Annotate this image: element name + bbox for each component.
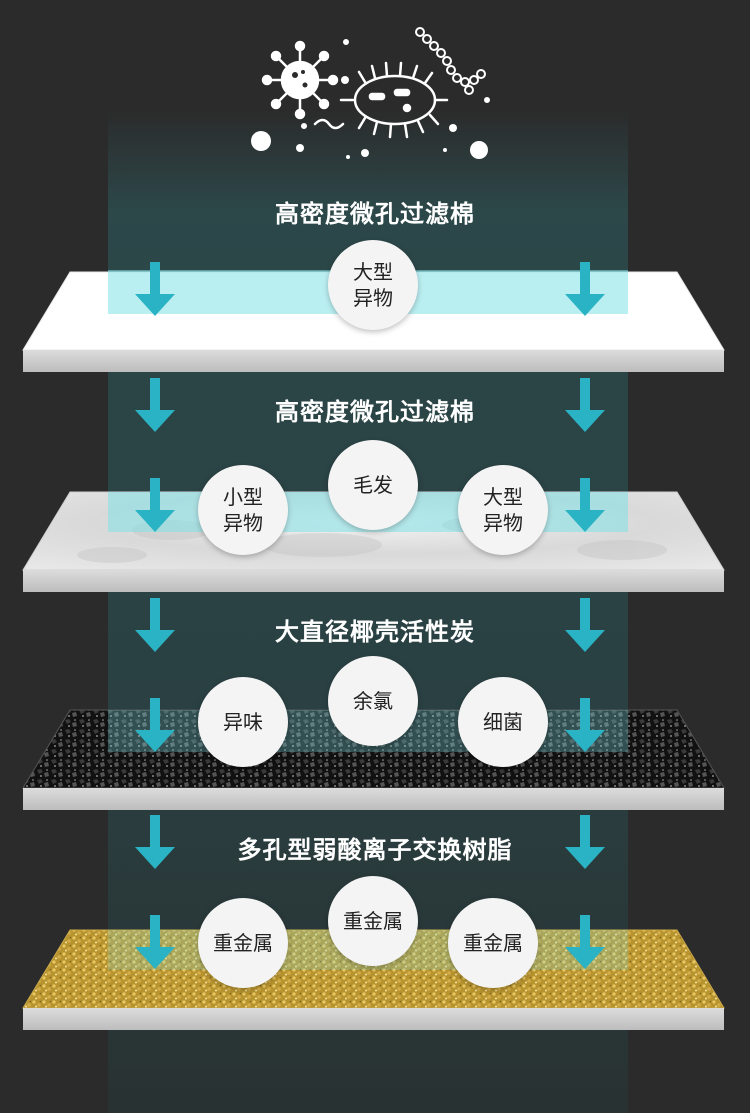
flow-arrow-icon [135, 378, 175, 432]
layer-2-badge-2: 毛发 [328, 440, 418, 530]
flow-arrow-icon [565, 262, 605, 316]
flow-arrow-icon [135, 598, 175, 652]
layer-4-badge-1: 重金属 [198, 898, 288, 988]
flow-arrow-icon [135, 262, 175, 316]
flow-arrow-icon [565, 815, 605, 869]
flow-arrow-icon [135, 815, 175, 869]
germs-icon [251, 27, 490, 159]
flow-arrow-icon [135, 915, 175, 969]
layer-2-badge-3: 大型异物 [458, 465, 548, 555]
layer-4-badge-2: 重金属 [328, 876, 418, 966]
flow-arrow-icon [565, 598, 605, 652]
layer-4-title: 多孔型弱酸离子交换树脂 [237, 836, 513, 864]
flow-arrow-icon [565, 698, 605, 752]
flow-arrow-icon [135, 698, 175, 752]
layer-2-badge-1: 小型异物 [198, 465, 288, 555]
layer-3-badge-1: 异味 [198, 677, 288, 767]
flow-arrow-icon [565, 378, 605, 432]
layer-3-badge-3: 细菌 [458, 677, 548, 767]
layer-3-title: 大直径椰壳活性炭 [275, 618, 475, 646]
flow-arrow-icon [565, 478, 605, 532]
layer-1-badge-1: 大型异物 [328, 240, 418, 330]
layer-1-title: 高密度微孔过滤棉 [275, 200, 475, 228]
flow-arrow-icon [565, 915, 605, 969]
layer-4-badge-3: 重金属 [448, 898, 538, 988]
layer-2-title: 高密度微孔过滤棉 [275, 398, 475, 426]
layer-3-badge-2: 余氯 [328, 656, 418, 746]
flow-arrow-icon [135, 478, 175, 532]
